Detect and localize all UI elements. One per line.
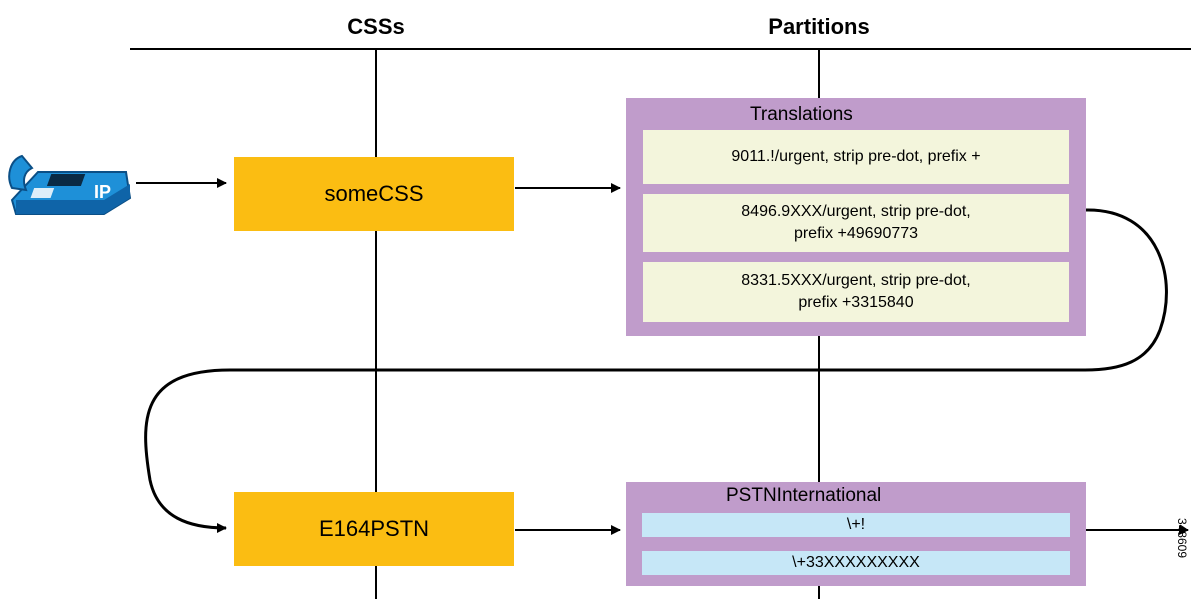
translation-entry: 9011.!/urgent, strip pre-dot, prefix + <box>643 130 1069 184</box>
svg-text:IP: IP <box>94 182 111 202</box>
translation-entry: 8331.5XXX/urgent, strip pre-dot, prefix … <box>643 262 1069 322</box>
partitions-column-header: Partitions <box>768 14 870 39</box>
pstn-entry: \+33XXXXXXXXX <box>642 551 1070 575</box>
translation-entry-line1: 9011.!/urgent, strip pre-dot, prefix + <box>731 148 981 165</box>
translation-entry: 8496.9XXX/urgent, strip pre-dot, prefix … <box>643 194 1069 252</box>
somecss-box: someCSS <box>234 157 514 231</box>
translation-entry-line1: 8331.5XXX/urgent, strip pre-dot, <box>741 272 971 289</box>
pstn-entry: \+! <box>642 513 1070 537</box>
translations-partition: Translations 9011.!/urgent, strip pre-do… <box>626 98 1086 336</box>
translation-entry-line1: 8496.9XXX/urgent, strip pre-dot, <box>741 203 971 220</box>
figure-id: 348609 <box>1175 517 1189 558</box>
css-column-header: CSSs <box>347 14 405 39</box>
pstninternational-partition: PSTNInternational \+! \+33XXXXXXXXX <box>626 482 1086 586</box>
ip-phone-icon: IP <box>8 154 132 215</box>
translation-entry-line2: prefix +3315840 <box>798 294 914 311</box>
translations-title: Translations <box>750 104 853 125</box>
translation-entry-line2: prefix +49690773 <box>793 225 919 242</box>
e164pstn-box: E164PSTN <box>234 492 514 566</box>
pstninternational-title: PSTNInternational <box>726 485 882 506</box>
translations-to-e164pstn-loop <box>144 208 1168 533</box>
